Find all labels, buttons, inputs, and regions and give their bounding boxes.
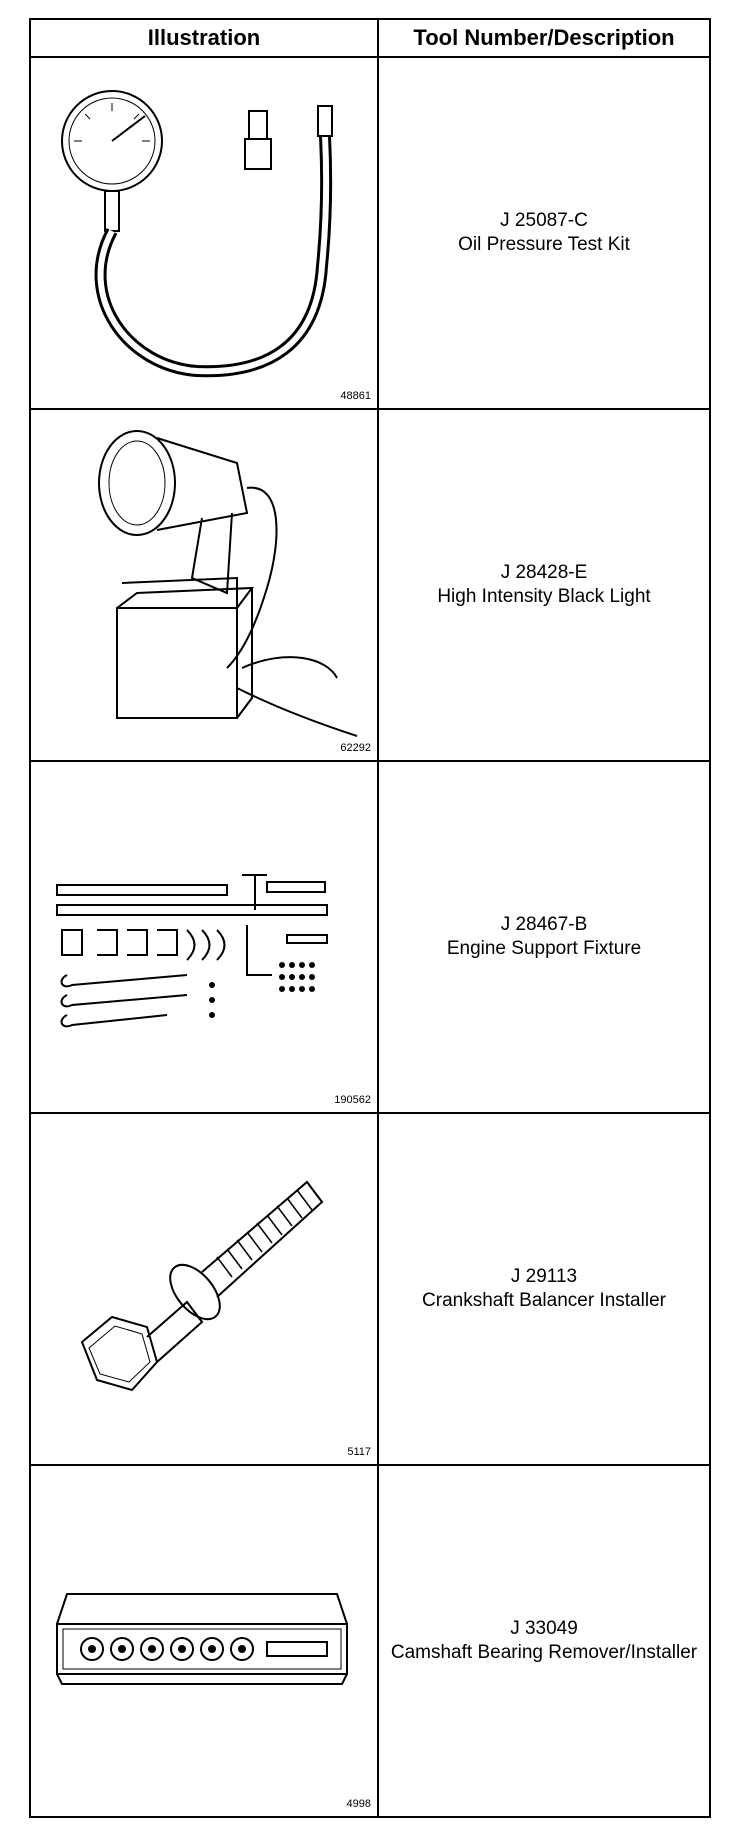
- illustration-cell: 4998: [29, 1464, 379, 1818]
- engine-support-fixture-icon: [56, 874, 328, 1028]
- black-light-icon: [98, 430, 358, 737]
- figure-number: 5117: [347, 1446, 371, 1458]
- tool-number: J 25087-C: [500, 210, 588, 231]
- table-row: 48861 J 25087-C Oil Pressure Test Kit: [29, 56, 711, 410]
- table-row: 62292 J 28428-E High Intensity Black Lig…: [29, 408, 711, 762]
- description-cell: J 28428-E High Intensity Black Light: [377, 408, 711, 762]
- tool-number: J 29113: [510, 1266, 578, 1287]
- tool-description: High Intensity Black Light: [437, 586, 651, 607]
- figure-number: 4998: [346, 1798, 371, 1810]
- tool-description: Camshaft Bearing Remover/Installer: [390, 1642, 698, 1663]
- description-cell: J 25087-C Oil Pressure Test Kit: [377, 56, 711, 410]
- tool-description: Engine Support Fixture: [446, 938, 642, 959]
- table-row: 190562 J 28467-B Engine Support Fixture: [29, 760, 711, 1114]
- table-row: 4998 J 33049 Camshaft Bearing Remover/In…: [29, 1464, 711, 1818]
- oil-pressure-gauge-icon: [61, 90, 333, 378]
- bearing-tool-case-icon: [56, 1593, 348, 1685]
- tool-number: J 33049: [510, 1618, 578, 1639]
- table-row: 5117 J 29113 Crankshaft Balancer Install…: [29, 1112, 711, 1466]
- description-cell: J 29113 Crankshaft Balancer Installer: [377, 1112, 711, 1466]
- figure-number: 62292: [340, 742, 371, 754]
- description-cell: J 33049 Camshaft Bearing Remover/Install…: [377, 1464, 711, 1818]
- illustration-header: Illustration: [29, 18, 379, 58]
- illustration-cell: 5117: [29, 1112, 379, 1466]
- tool-number: J 28467-B: [500, 914, 588, 935]
- description-cell: J 28467-B Engine Support Fixture: [377, 760, 711, 1114]
- illustration-cell: 62292: [29, 408, 379, 762]
- tool-header: Tool Number/Description: [377, 18, 711, 58]
- special-tools-table: Illustration Tool Number/Description: [29, 18, 711, 1818]
- figure-number: 48861: [340, 390, 371, 402]
- tool-number: J 28428-E: [500, 562, 588, 583]
- balancer-installer-bolt-icon: [80, 1180, 324, 1392]
- table-header-row: Illustration Tool Number/Description: [29, 18, 711, 58]
- illustration-cell: 48861: [29, 56, 379, 410]
- figure-number: 190562: [334, 1094, 371, 1106]
- tool-description: Crankshaft Balancer Installer: [422, 1290, 666, 1311]
- tool-description: Oil Pressure Test Kit: [458, 234, 630, 255]
- illustration-cell: 190562: [29, 760, 379, 1114]
